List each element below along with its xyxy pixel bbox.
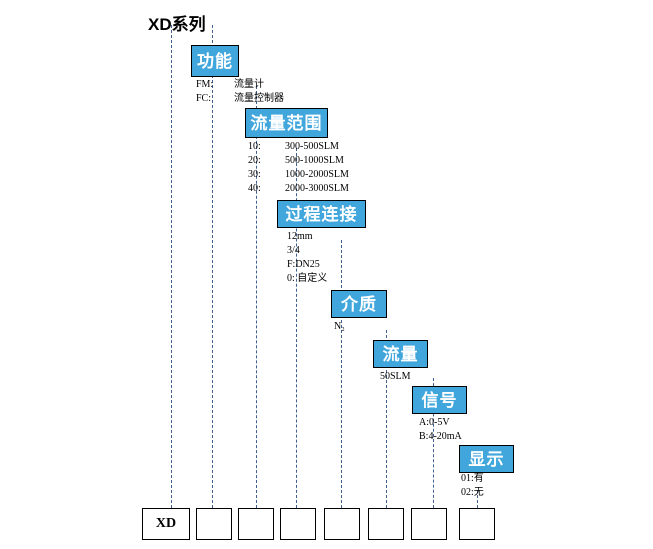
option-signal-1: B:4-20mA	[419, 431, 462, 443]
code-box-slot-4[interactable]	[324, 508, 360, 540]
option-flow-0: 50SLM	[380, 371, 411, 383]
option-process-connection-1: 3/4	[287, 245, 300, 257]
option-desc: 流量控制器	[234, 93, 284, 104]
option-desc: F:DN25	[287, 259, 320, 270]
option-process-connection-3: 0: 自定义	[287, 273, 327, 285]
page-title: XD系列	[148, 15, 206, 34]
option-desc: B:4-20mA	[419, 431, 462, 442]
option-desc: 300-500SLM	[285, 141, 339, 152]
option-code: 10:	[248, 141, 261, 152]
option-desc: 50SLM	[380, 371, 411, 382]
connector-line-display	[433, 378, 434, 508]
connector-line-function	[171, 25, 172, 508]
connector-line-process-connection	[256, 86, 257, 508]
option-desc: 01:有	[461, 473, 484, 484]
option-code: 30:	[248, 169, 261, 180]
option-desc: 0: 自定义	[287, 273, 328, 284]
option-display-1: 02:无	[461, 487, 484, 499]
option-desc: A:0-5V	[419, 417, 450, 428]
option-flow-range-0: 10: 300-500SLM	[248, 141, 339, 153]
category-box-flow[interactable]: 流量	[373, 340, 428, 368]
code-box-slot-1[interactable]	[196, 508, 232, 540]
option-desc: 12mm	[287, 231, 313, 242]
option-code: 20:	[248, 155, 261, 166]
category-box-flow-range[interactable]: 流量范围	[245, 108, 328, 138]
option-code: 40:	[248, 183, 261, 194]
option-desc: 2000-3000SLM	[285, 183, 349, 194]
connector-line-flow	[341, 240, 342, 508]
option-desc: N₂	[334, 321, 345, 332]
connector-line-signal	[386, 330, 387, 508]
option-process-connection-2: F:DN25	[287, 259, 320, 271]
option-flow-range-3: 40: 2000-3000SLM	[248, 183, 349, 195]
category-box-display[interactable]: 显示	[459, 445, 514, 473]
option-medium-0: N₂	[334, 321, 345, 333]
option-desc: 流量计	[234, 79, 264, 90]
option-flow-range-1: 20: 500-1000SLM	[248, 155, 344, 167]
option-process-connection-0: 12mm	[287, 231, 313, 243]
category-box-medium[interactable]: 介质	[331, 290, 387, 318]
option-desc: 500-1000SLM	[285, 155, 344, 166]
connector-line-flow-range	[212, 25, 213, 508]
option-code: FC:	[196, 93, 212, 104]
option-display-0: 01:有	[461, 473, 484, 485]
code-box-slot-5[interactable]	[368, 508, 404, 540]
option-desc: 1000-2000SLM	[285, 169, 349, 180]
option-code: FM:	[196, 79, 214, 90]
category-box-process-connection[interactable]: 过程连接	[277, 200, 366, 228]
code-box-slot-2[interactable]	[238, 508, 274, 540]
option-flow-range-2: 30: 1000-2000SLM	[248, 169, 349, 181]
connector-line-display-tail	[477, 490, 478, 508]
connector-line-medium	[296, 148, 297, 508]
option-function-0: FM: 流量计	[196, 79, 264, 91]
code-box-slot-7[interactable]	[459, 508, 495, 540]
category-box-function[interactable]: 功能	[191, 45, 239, 77]
option-signal-0: A:0-5V	[419, 417, 450, 429]
option-function-1: FC: 流量控制器	[196, 93, 284, 105]
code-box-slot-6[interactable]	[411, 508, 447, 540]
option-desc: 02:无	[461, 487, 484, 498]
code-box-slot-3[interactable]	[280, 508, 316, 540]
code-box-prefix[interactable]: XD	[142, 508, 190, 540]
category-box-signal[interactable]: 信号	[412, 386, 467, 414]
option-desc: 3/4	[287, 245, 300, 256]
